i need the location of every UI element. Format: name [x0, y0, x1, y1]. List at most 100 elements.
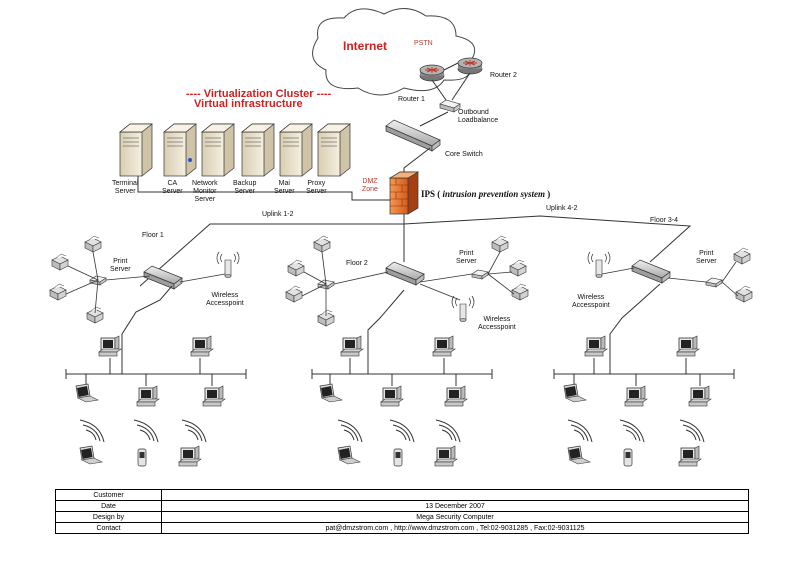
ca-server-icon [163, 123, 197, 177]
floor3-label: Floor 3-4 [650, 217, 679, 224]
loadbalance-label: Outbound Loadbalance [458, 109, 499, 124]
backup-server-icon [241, 123, 275, 177]
server-label: Mai Server [274, 180, 295, 195]
loadbalance-icon [439, 99, 461, 113]
floor2-printer-icon [511, 283, 529, 301]
workstation-icon [190, 335, 214, 357]
table-key: Date [55, 500, 162, 512]
router-1-icon [419, 64, 445, 82]
table-row: Customer [55, 489, 749, 501]
server-label: Proxy Server [306, 180, 327, 195]
router2-label: Router 2 [490, 72, 517, 79]
workstation-icon [624, 385, 648, 407]
table-key: Contact [55, 522, 162, 534]
wifi-waves-icon [337, 419, 363, 443]
floor2-printer-icon [313, 235, 331, 253]
floor1-printer-icon [84, 235, 102, 253]
floor1-printer-icon [49, 283, 67, 301]
workstation-icon [202, 385, 226, 407]
server-label: Network Monitor Server [192, 180, 218, 203]
wireless-pc-icon [434, 445, 458, 467]
workstation-icon [98, 335, 122, 357]
floor3-print-server-icon [705, 277, 723, 288]
uplink-left-label: Uplink 1-2 [262, 211, 294, 218]
floor3-wireless-ap-icon [587, 251, 611, 278]
table-row: Contact pat@dmzstrom.com , http://www.dm… [55, 522, 749, 534]
floor2-print-server-2-icon [471, 269, 489, 280]
laptop-icon [563, 383, 587, 403]
floor1-switch-icon [143, 265, 183, 290]
table-value [161, 489, 749, 501]
table-row: Date 13 December 2007 [55, 500, 749, 512]
internet-label: Internet [343, 39, 388, 53]
floor2-wireless-ap-icon [451, 295, 475, 322]
floor1-printer-icon [51, 253, 69, 271]
laptop-icon [319, 383, 343, 403]
wireless-pc-icon [678, 445, 702, 467]
core-switch-icon [385, 119, 441, 152]
wifi-waves-icon [181, 419, 207, 443]
floor1-wireless-ap-icon [216, 251, 240, 278]
floor2-printer-icon [491, 235, 509, 253]
wireless-laptop-icon [337, 445, 361, 465]
floor2-printer-icon [287, 259, 305, 277]
wifi-waves-icon [389, 419, 415, 443]
floor2-printer-icon [509, 259, 527, 277]
floor3-printer-icon [735, 285, 753, 303]
diagram-subtitle: Virtual infrastructure [194, 98, 303, 110]
floor2-printer-icon [285, 285, 303, 303]
wifi-waves-icon [79, 419, 105, 443]
dmz-label: DMZ Zone [362, 178, 378, 193]
pstn-label: PSTN [414, 40, 433, 47]
wifi-waves-icon [133, 419, 159, 443]
wifi-waves-icon [435, 419, 461, 443]
info-table: Customer Date 13 December 2007 Design by… [55, 489, 749, 534]
workstation-icon [584, 335, 608, 357]
workstation-icon [676, 335, 700, 357]
workstation-icon [688, 385, 712, 407]
ips-paren-open: ( [437, 189, 441, 199]
laptop-icon [75, 383, 99, 403]
wireless-phone-icon [393, 448, 403, 467]
wireless-laptop-icon [567, 445, 591, 465]
wifi-waves-icon [679, 419, 705, 443]
table-value: pat@dmzstrom.com , http://www.dmzstrom.c… [161, 522, 749, 534]
mail-server-icon [279, 123, 313, 177]
proxy-server-icon [317, 123, 351, 177]
print-server-label: Print Server [696, 250, 717, 265]
ips-long: intrusion prevention system [442, 189, 546, 199]
print-server-label: Print Server [110, 258, 131, 273]
wireless-ap-label: Wireless Accesspoint [572, 294, 610, 309]
router-2-icon [457, 57, 483, 75]
router1-label: Router 1 [398, 96, 425, 103]
table-key: Design by [55, 511, 162, 523]
server-label: CA Server [162, 180, 183, 195]
wireless-pc-icon [178, 445, 202, 467]
wifi-waves-icon [567, 419, 593, 443]
wifi-waves-icon [619, 419, 645, 443]
ips-short: IPS [421, 189, 436, 199]
ips-label: IPS ( intrusion prevention system ) [421, 189, 550, 199]
table-key: Customer [55, 489, 162, 501]
internet-cloud [312, 8, 476, 96]
wireless-laptop-icon [79, 445, 103, 465]
workstation-icon [380, 385, 404, 407]
floor2-label: Floor 2 [346, 260, 368, 267]
wireless-ap-label: Wireless Accesspoint [206, 292, 244, 307]
workstation-icon [432, 335, 456, 357]
floor3-printer-icon [733, 247, 751, 265]
diagram-title: ---- Virtualization Cluster ---- [186, 88, 332, 100]
terminal-server-icon [119, 123, 153, 177]
wireless-phone-icon [137, 448, 147, 467]
print-server-label: Print Server [456, 250, 477, 265]
table-value: 13 December 2007 [161, 500, 749, 512]
server-label: Backup Server [233, 180, 257, 195]
core-switch-label: Core Switch [445, 151, 483, 158]
server-label: Terminal Server [112, 180, 139, 195]
floor2-switch-icon [385, 261, 425, 286]
workstation-icon [444, 385, 468, 407]
wireless-ap-label: Wireless Accesspoint [478, 316, 516, 331]
network-monitor-server-icon [201, 123, 235, 177]
table-value: Mega Security Computer [161, 511, 749, 523]
